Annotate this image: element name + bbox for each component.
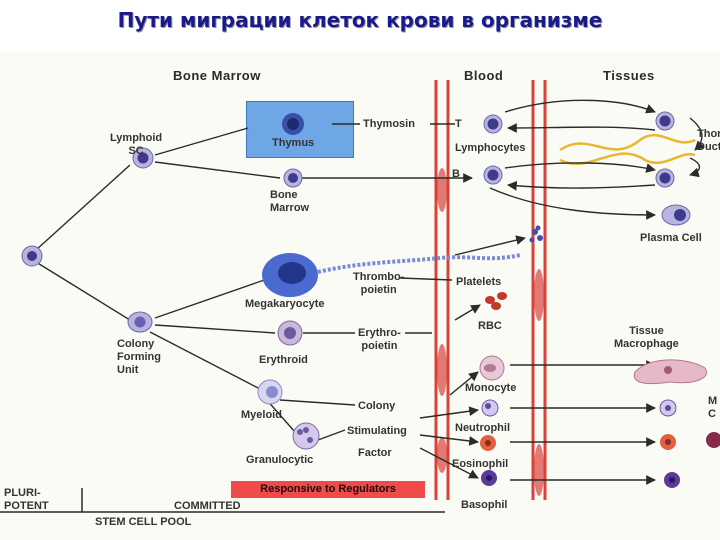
thymus-cell xyxy=(282,113,304,135)
label-pluripotent: PLURI- POTENT xyxy=(4,487,49,512)
header-bone-marrow: Bone Marrow xyxy=(173,68,261,83)
right-edge-cell xyxy=(706,432,720,448)
slide-title: Пути миграции клеток крови в организме xyxy=(117,8,603,32)
neutrophil-cell xyxy=(481,399,499,417)
b-cell-tissue xyxy=(655,168,675,188)
label-colony: Colony xyxy=(358,400,396,412)
arrow-to-platelets xyxy=(454,235,526,256)
label-stem-cell-pool: STEM CELL POOL xyxy=(95,516,192,528)
pluripotent-cell xyxy=(21,245,43,267)
lineage-lines xyxy=(35,123,455,441)
label-thoracic-duct: Thor Duct xyxy=(697,128,720,153)
label-thymus: Thymus xyxy=(272,137,315,149)
arrow-tissue-to-b xyxy=(507,180,656,191)
diagram-panel xyxy=(0,52,720,540)
label-right-edge: M C xyxy=(708,395,718,420)
label-platelets: Platelets xyxy=(456,276,502,288)
header-tissues: Tissues xyxy=(603,68,655,83)
granulocytic-cell xyxy=(292,422,320,450)
label-rbc: RBC xyxy=(478,320,502,332)
arrow-to-monocyte xyxy=(449,371,479,396)
monocyte-cell xyxy=(479,355,505,381)
myeloid-cell xyxy=(257,379,283,405)
arrow-duct-down xyxy=(689,157,701,178)
basophil-cell xyxy=(481,470,497,486)
rbc-cells xyxy=(485,292,507,310)
b-cell-blood xyxy=(483,165,503,185)
plasma-cell xyxy=(661,204,691,226)
label-eosinophil: Eosinophil xyxy=(452,458,509,470)
arrow-to-basophil xyxy=(419,447,479,479)
thoracic-duct xyxy=(559,133,696,166)
label-erythropoietin: Erythro- poietin xyxy=(358,327,401,352)
label-granulocytic: Granulocytic xyxy=(246,454,314,466)
eosinophil-cell xyxy=(480,435,496,451)
label-monocyte: Monocyte xyxy=(465,382,517,394)
responsive-to-regulators-box: Responsive to Regulators xyxy=(231,481,425,498)
blood-vessel-right xyxy=(531,80,547,500)
erythroid-cell xyxy=(277,320,303,346)
label-lymphoid-sc: Lymphoid SC xyxy=(110,132,163,157)
arrow-b-to-plasma xyxy=(489,187,656,220)
platelets-cluster xyxy=(529,225,543,243)
t-cell-tissue xyxy=(655,111,675,131)
bone-marrow-cell xyxy=(283,168,303,188)
label-committed: COMMITTED xyxy=(174,500,241,512)
label-t: T xyxy=(455,118,462,130)
label-megakaryocyte: Megakaryocyte xyxy=(245,298,325,310)
label-cfu: Colony Forming Unit xyxy=(117,338,161,376)
cfu-cell xyxy=(127,311,153,333)
megakaryocyte-cell xyxy=(262,253,521,297)
label-basophil: Basophil xyxy=(461,499,508,511)
arrow-b-to-tissue xyxy=(504,162,656,173)
stem-cell-pool-bracket xyxy=(0,488,445,513)
label-myeloid: Myeloid xyxy=(241,409,282,421)
label-tissue-macrophage: Tissue Macrophage xyxy=(614,325,679,350)
arrow-tissue-to-t xyxy=(507,123,656,133)
label-b: B xyxy=(452,168,460,180)
arrow-to-rbc xyxy=(454,304,481,321)
blood-vessel-left xyxy=(434,80,450,500)
arrow-to-eosinophil xyxy=(419,434,479,446)
arrow-duct-return xyxy=(689,117,705,151)
label-erythroid: Erythroid xyxy=(259,354,308,366)
label-factor: Factor xyxy=(358,447,392,459)
label-bone-marrow: Bone Marrow xyxy=(270,189,310,214)
label-stimulating: Stimulating xyxy=(347,425,407,437)
tissue-macrophage-cell xyxy=(633,359,708,385)
arrow-to-neutrophil xyxy=(419,406,479,419)
eosinophil-tissue-cell xyxy=(660,434,676,450)
label-thymosin: Thymosin xyxy=(363,118,415,130)
header-blood: Blood xyxy=(464,68,504,83)
label-thrombopoietin: Thrombo- poietin xyxy=(353,271,405,296)
t-cell-blood xyxy=(483,114,503,134)
lymphoid-sc-cell xyxy=(132,147,154,169)
label-lymphocytes: Lymphocytes xyxy=(455,142,526,154)
thymus-box xyxy=(246,101,354,158)
arrow-t-to-tissue xyxy=(504,99,656,114)
basophil-tissue-cell xyxy=(664,472,680,488)
neutrophil-tissue-cell xyxy=(659,399,677,417)
label-neutrophil: Neutrophil xyxy=(455,422,510,434)
label-plasma-cell: Plasma Cell xyxy=(640,232,702,244)
